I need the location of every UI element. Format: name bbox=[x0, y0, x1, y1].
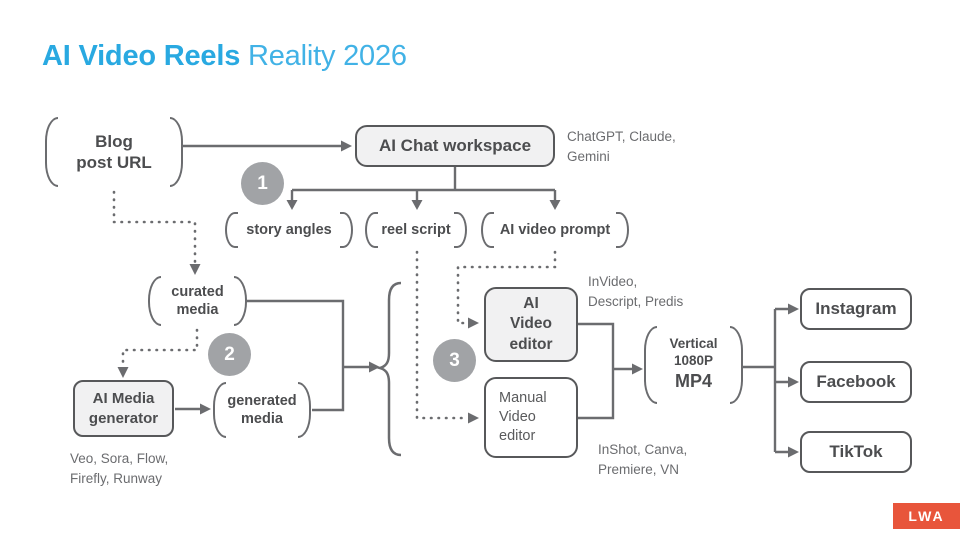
story-angles-label: story angles bbox=[246, 221, 332, 238]
node-generated-media: generated media bbox=[213, 382, 311, 438]
blog-post-url-label: Blog post URL bbox=[76, 131, 152, 172]
platform-tiktok-label: TikTok bbox=[829, 441, 883, 461]
arrow-blog-to-chat bbox=[183, 140, 352, 152]
dotted-arrowhead bbox=[468, 317, 479, 329]
platform-instagram-label: Instagram bbox=[815, 298, 897, 318]
node-ai-media-generator: AI Media generator bbox=[73, 380, 174, 437]
dotted-blog-to-curated bbox=[112, 190, 197, 264]
media-merge-lines bbox=[247, 299, 380, 412]
annotation-ai-editor-tools: InVideo, Descript, Predis bbox=[588, 274, 684, 309]
annotation-chat-tools: ChatGPT, Claude, Gemini bbox=[567, 129, 676, 164]
title-primary: AI Video Reels bbox=[42, 40, 241, 72]
output-format-line3: MP4 bbox=[674, 371, 712, 392]
node-curated-media: curated media bbox=[148, 276, 247, 326]
ai-video-editor-label: AI Video editor bbox=[509, 295, 553, 353]
editor-merge-lines bbox=[578, 322, 643, 420]
step-2-number: 2 bbox=[224, 343, 235, 365]
dotted-arrowhead bbox=[468, 412, 479, 424]
node-platform-facebook: Facebook bbox=[800, 361, 912, 403]
step-1-badge: 1 bbox=[241, 162, 284, 205]
node-output-format: Vertical 1080P MP4 bbox=[644, 326, 743, 404]
mp4-to-platforms-split bbox=[743, 303, 799, 458]
lwa-logo-badge: LWA bbox=[893, 503, 960, 529]
step-3-badge: 3 bbox=[433, 339, 476, 382]
annotation-media-gen-tools: Veo, Sora, Flow, Firefly, Runway bbox=[70, 451, 169, 486]
output-format-line2: 1080P bbox=[673, 353, 714, 369]
node-reel-script: reel script bbox=[365, 212, 467, 248]
title-secondary: Reality 2026 bbox=[240, 40, 407, 72]
dotted-arrowhead bbox=[189, 264, 201, 275]
step-2-badge: 2 bbox=[208, 333, 251, 376]
page-title: AI Video Reels Reality 2026 bbox=[42, 40, 407, 73]
chat-output-split bbox=[286, 167, 561, 210]
output-format-line1: Vertical bbox=[669, 336, 718, 352]
lwa-logo-text: LWA bbox=[908, 508, 945, 524]
node-blog-post-url: Blog post URL bbox=[45, 117, 183, 187]
arrow-generator-to-generated bbox=[175, 403, 211, 415]
curated-media-label: curated media bbox=[171, 283, 224, 318]
generated-media-label: generated media bbox=[227, 392, 297, 427]
node-ai-video-editor: AI Video editor bbox=[484, 287, 578, 362]
step-3-number: 3 bbox=[449, 349, 460, 371]
step-1-number: 1 bbox=[257, 172, 268, 194]
ai-chat-workspace-label: AI Chat workspace bbox=[378, 135, 532, 155]
dotted-curated-to-generator bbox=[121, 328, 199, 368]
node-manual-video-editor: Manual Video editor bbox=[484, 377, 578, 458]
ai-media-generator-label: AI Media generator bbox=[88, 390, 159, 427]
node-platform-tiktok: TikTok bbox=[800, 431, 912, 473]
node-story-angles: story angles bbox=[225, 212, 353, 248]
media-brace bbox=[375, 281, 402, 457]
reel-script-label: reel script bbox=[381, 221, 451, 238]
dotted-prompt-to-ai-editor bbox=[456, 250, 557, 325]
node-ai-chat-workspace: AI Chat workspace bbox=[355, 125, 555, 167]
ai-video-prompt-label: AI video prompt bbox=[499, 221, 611, 238]
manual-video-editor-label: Manual Video editor bbox=[499, 390, 547, 444]
annotation-manual-editor-tools: InShot, Canva, Premiere, VN bbox=[598, 442, 688, 477]
dotted-reelscript-to-manual-editor bbox=[415, 250, 468, 420]
node-platform-instagram: Instagram bbox=[800, 288, 912, 330]
platform-facebook-label: Facebook bbox=[816, 371, 896, 391]
dotted-arrowhead bbox=[117, 367, 129, 378]
node-ai-video-prompt: AI video prompt bbox=[481, 212, 629, 248]
